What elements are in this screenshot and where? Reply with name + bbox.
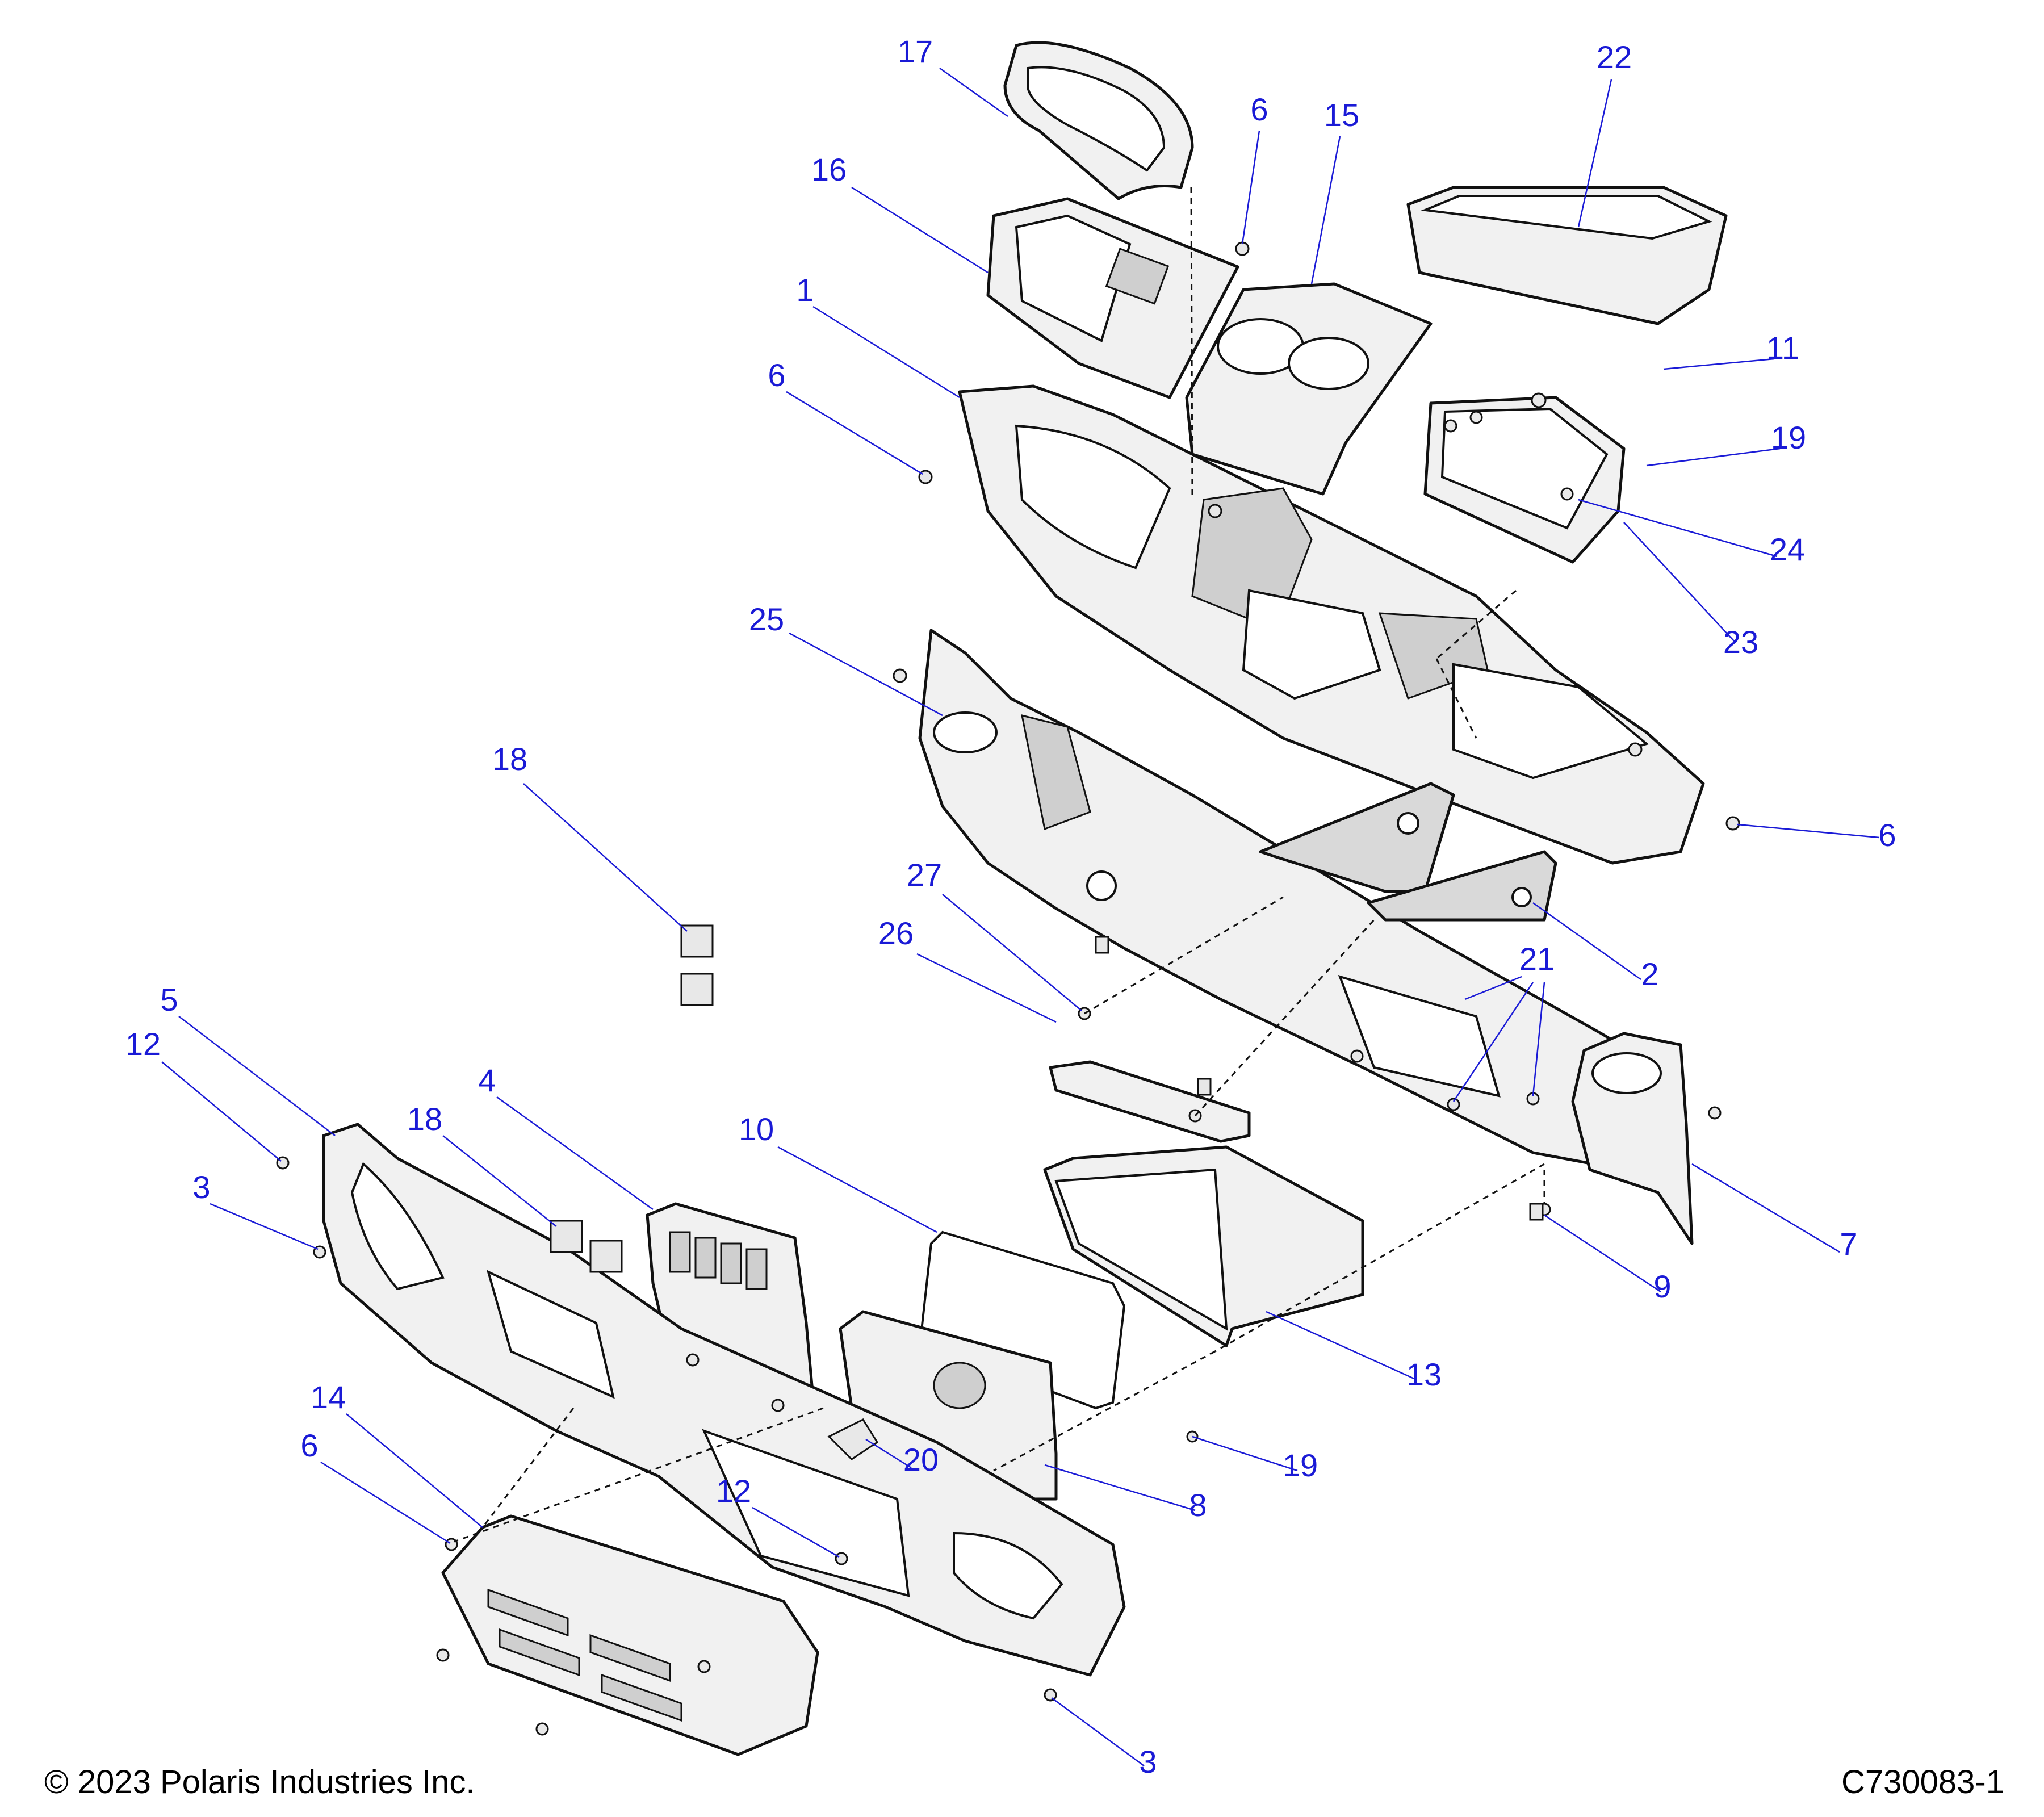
callout-12: 12	[716, 1473, 751, 1509]
part-16-gauge-housing	[986, 197, 1239, 399]
callout-13: 13	[1406, 1357, 1442, 1392]
callout-2: 2	[1641, 956, 1658, 992]
callout-22: 22	[1597, 39, 1632, 75]
part-17-gauge-bezel	[1003, 41, 1194, 200]
callout-3: 3	[1139, 1744, 1157, 1780]
part-25-main-dash-frame	[918, 629, 1677, 1171]
leader-lines	[161, 67, 1880, 1767]
callout-8: 8	[1189, 1487, 1207, 1523]
callout-26: 26	[878, 915, 914, 951]
callout-15: 15	[1324, 97, 1359, 133]
part-1-upper-dash-panel	[958, 384, 1705, 865]
part-2-brackets	[1259, 782, 1557, 922]
callout-14: 14	[311, 1379, 346, 1415]
part-22-tray-lid	[1406, 186, 1728, 325]
callout-9: 9	[1653, 1268, 1671, 1304]
part-7-right-side-panel	[1571, 1032, 1694, 1245]
copyright-notice: © 2023 Polaris Industries Inc.	[44, 1764, 475, 1801]
callout-3: 3	[192, 1169, 210, 1205]
callout-19: 19	[1771, 420, 1806, 455]
callout-25: 25	[749, 601, 784, 637]
callout-4: 4	[478, 1062, 496, 1098]
callout-20: 20	[903, 1442, 939, 1477]
fasteners	[276, 241, 1740, 1736]
callout-6: 6	[1250, 91, 1268, 127]
callout-16: 16	[811, 152, 847, 187]
assembly-dashed-lines	[454, 187, 1545, 1543]
callout-6: 6	[300, 1427, 318, 1463]
callout-6: 6	[1878, 817, 1896, 853]
callout-17: 17	[898, 34, 933, 69]
part-20-latch	[827, 1418, 879, 1460]
callout-1: 1	[796, 272, 814, 308]
callout-6: 6	[768, 357, 785, 393]
part-8-glove-box-door	[839, 1310, 1058, 1501]
callout-7: 7	[1840, 1226, 1857, 1262]
callout-19: 19	[1283, 1447, 1318, 1483]
callout-10: 10	[739, 1111, 774, 1147]
callout-11: 11	[1766, 330, 1799, 366]
figure-id: C730083-1	[1841, 1764, 2004, 1801]
callout-12: 12	[125, 1026, 161, 1062]
part-18-clips	[550, 924, 714, 1273]
callout-27: 27	[907, 857, 942, 893]
part-15-cupholder-console	[1185, 282, 1433, 496]
part-14-lower-tray	[441, 1514, 819, 1756]
callout-21: 21	[1519, 941, 1555, 977]
callout-23: 23	[1723, 624, 1758, 660]
callout-24: 24	[1770, 531, 1805, 567]
callout-18: 18	[407, 1101, 442, 1137]
part-26-trim-strip	[1049, 1060, 1251, 1143]
part-13-glove-box-bin	[1043, 1145, 1364, 1347]
callout-18: 18	[492, 741, 527, 777]
part-5-lower-dash-panel	[322, 1123, 1126, 1677]
callout-5: 5	[160, 982, 178, 1018]
